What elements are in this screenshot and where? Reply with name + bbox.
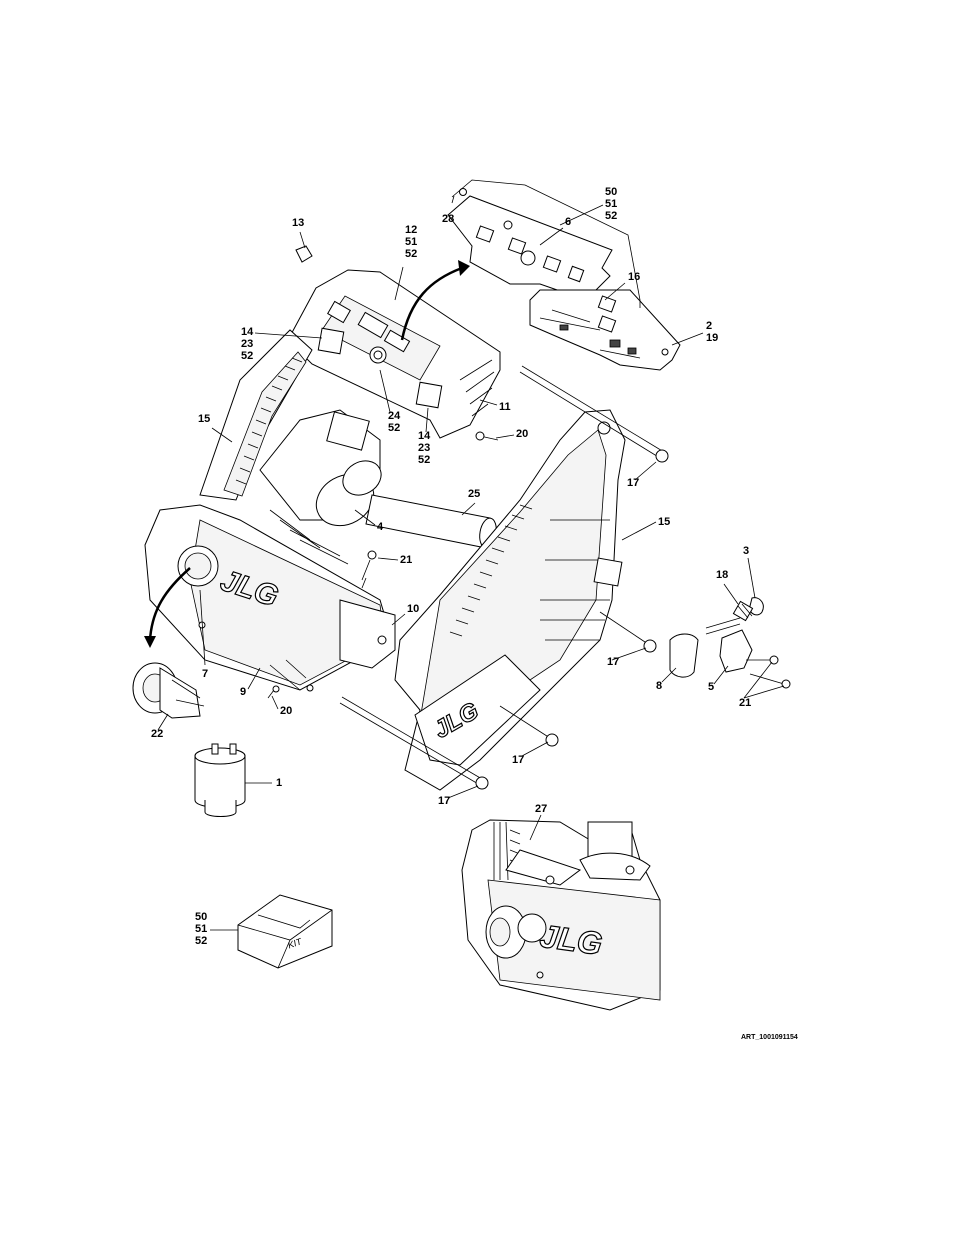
kit-box: KIT [237, 894, 333, 969]
leader-11 [479, 399, 498, 406]
left-rail-ribs [235, 357, 303, 485]
leader-9 [247, 667, 261, 690]
callout-7: 7 [202, 668, 208, 680]
callout-3: 3 [743, 545, 749, 557]
callout-17-a: 17 [627, 477, 639, 489]
leader-20-bottom [271, 695, 279, 710]
callout-13: 13 [292, 217, 304, 229]
leader-17-a [634, 461, 657, 481]
leader-2-19 [671, 332, 704, 346]
leader-17-d [447, 785, 479, 799]
leader-lines [157, 204, 785, 931]
callout-21-bottom: 21 [739, 697, 751, 709]
callout-4: 4 [377, 521, 384, 533]
callout-28: 28 [442, 213, 454, 225]
callout-27: 27 [535, 803, 547, 815]
callout-5: 5 [708, 681, 714, 693]
right-rail-ribs [449, 504, 533, 637]
leader-20-top [495, 434, 515, 439]
leader-4 [354, 509, 376, 526]
leader-12-51-52 [394, 266, 404, 301]
shaft-25 [365, 494, 497, 549]
callout-20-bottom: 20 [280, 705, 292, 717]
leader-14-23-52-left [254, 332, 323, 339]
leader-50-51-52-top [559, 204, 604, 226]
leader-16 [604, 282, 626, 301]
callout-15-right: 15 [658, 516, 670, 528]
callout-25: 25 [468, 488, 480, 500]
logo-jlg-inset: JLG [538, 918, 605, 962]
leader-15-left [211, 427, 233, 443]
circuit-board-16 [529, 289, 681, 371]
arrows [144, 260, 470, 648]
callout-9: 9 [240, 686, 246, 698]
leader-14-23-52-right [425, 407, 429, 433]
callout-20-top: 20 [516, 428, 528, 440]
art-id-label: ART_1001091154 [741, 1034, 798, 1041]
leader-22 [157, 713, 169, 731]
right-housing-half: JLG [394, 409, 626, 791]
callout-6: 6 [565, 216, 571, 228]
right-small-parts [669, 597, 791, 689]
callout-15-left: 15 [198, 413, 210, 425]
leader-17-b [611, 647, 647, 661]
leader-5 [713, 665, 729, 685]
leader-13 [299, 231, 306, 249]
leader-21-bottom [743, 661, 773, 699]
callout-8: 8 [656, 680, 662, 692]
bolts-17 [339, 365, 669, 790]
cover-plate-6 [447, 188, 613, 301]
part-22-emergency-stop [132, 662, 205, 719]
leader-7 [199, 589, 206, 666]
callout-17-d: 17 [438, 795, 450, 807]
inset-view-27: JLG [461, 819, 661, 1011]
callout-22: 22 [151, 728, 163, 740]
leader-6 [539, 227, 564, 246]
callout-10: 10 [407, 603, 419, 615]
callout-1: 1 [276, 777, 282, 789]
callout-11: 11 [499, 401, 511, 413]
leader-21-bottom [743, 685, 785, 699]
kit-box-text: KIT [286, 936, 304, 951]
callout-17-b: 17 [607, 656, 619, 668]
leader-bracket-top [451, 179, 641, 308]
screws-left [267, 245, 499, 699]
leader-10 [391, 613, 406, 626]
left-housing-assembly: JLG [144, 269, 501, 692]
leader-25 [461, 502, 476, 516]
leader-21-top [377, 557, 399, 561]
leader-15-right [621, 521, 657, 541]
leader-27 [529, 814, 542, 841]
leader-24-52 [379, 369, 391, 413]
leader-8 [661, 667, 677, 683]
leader-18 [723, 583, 739, 605]
callout-18: 18 [716, 569, 728, 581]
callout-21-top: 21 [400, 554, 412, 566]
callout-17-c: 17 [512, 754, 524, 766]
leader-3 [747, 557, 756, 599]
callout-16: 16 [628, 271, 640, 283]
part-1-cylinder [194, 743, 246, 817]
leader-17-c [521, 741, 549, 757]
